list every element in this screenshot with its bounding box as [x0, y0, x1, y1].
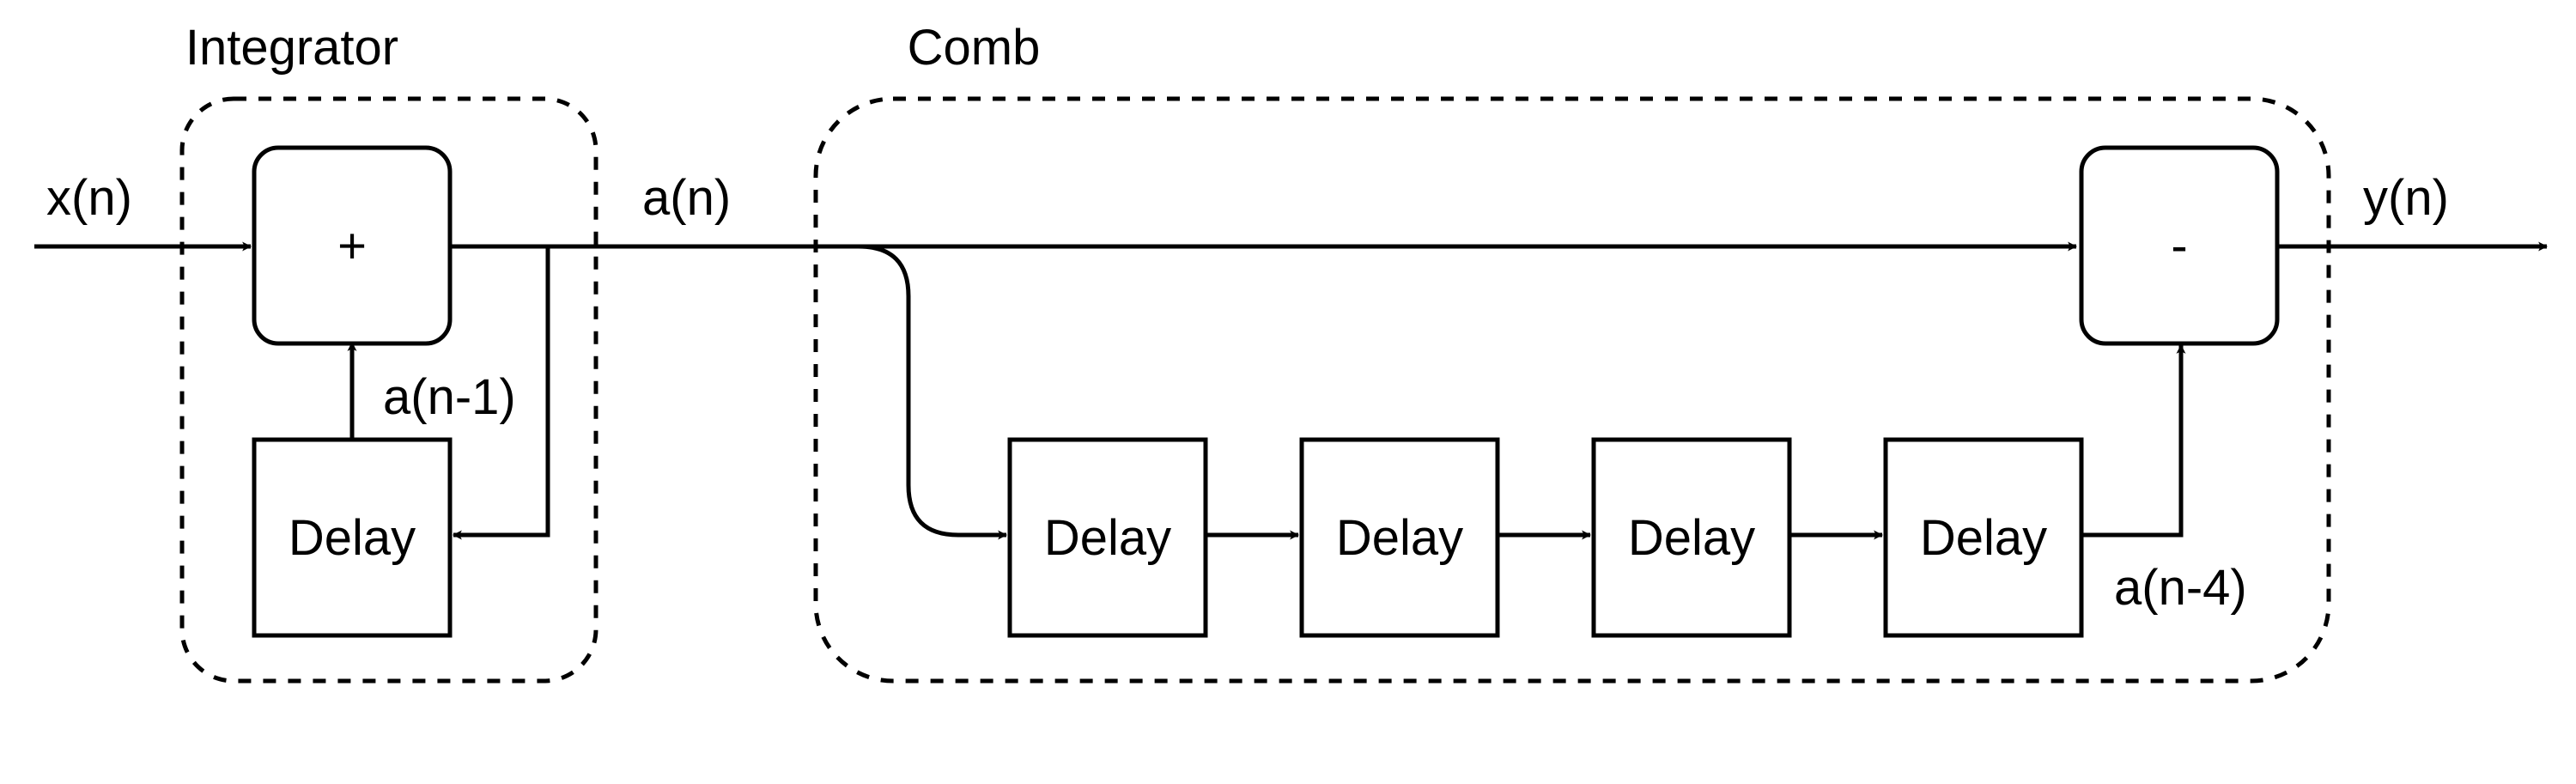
comb-delay-block-4 [1883, 437, 2084, 638]
comb-delay-label-1: Delay [1044, 510, 1171, 566]
adder-symbol: + [337, 218, 367, 274]
comb-group [813, 96, 2331, 684]
integrator-delay-label: Delay [289, 510, 416, 566]
integrator-group-label: Integrator [185, 20, 398, 76]
integrator-feedback-wire [452, 246, 550, 540]
input-signal-label: x(n) [46, 170, 132, 226]
subtractor-block [2079, 145, 2280, 346]
output-signal-label: y(n) [2363, 170, 2449, 226]
comb-delay-block-1 [1007, 437, 1208, 638]
delayed-to-subtractor-wire [2083, 343, 2186, 538]
integrator-group [179, 96, 598, 684]
comb-delay-block-2 [1299, 437, 1500, 638]
integrator-delay-block [252, 437, 453, 638]
comb-branch-wire [858, 244, 1008, 540]
adder-block [252, 145, 453, 346]
delayed-signal-label: a(n-4) [2114, 560, 2247, 616]
comb-delay-label-3: Delay [1628, 510, 1755, 566]
comb-delay-block-3 [1591, 437, 1792, 638]
subtractor-symbol: - [2171, 218, 2187, 274]
feedback-signal-label: a(n-1) [383, 369, 516, 425]
comb-delay-label-4: Delay [1920, 510, 2047, 566]
integrator-output-label: a(n) [642, 170, 731, 226]
comb-delay-label-2: Delay [1336, 510, 1463, 566]
comb-group-label: Comb [908, 20, 1041, 76]
